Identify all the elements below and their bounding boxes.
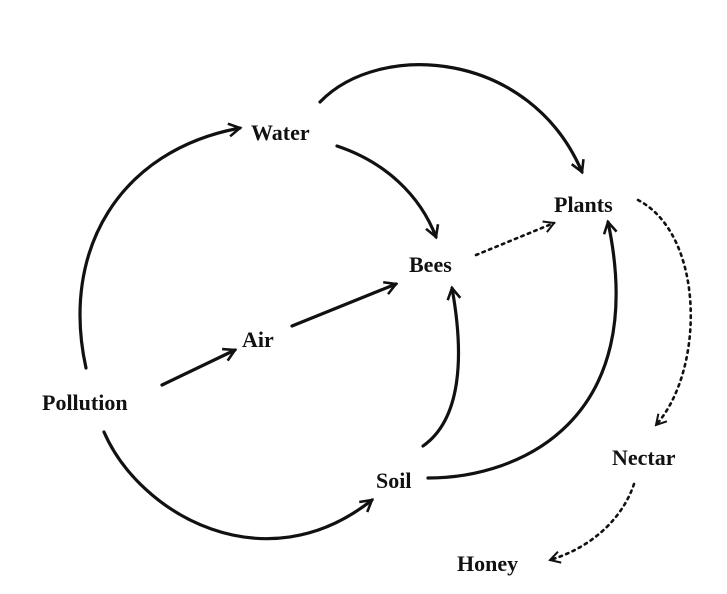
edge-air-bees [290,280,399,328]
edge-soil-bees [421,285,462,448]
edges [78,63,693,564]
edge-plants-nectar [636,198,693,427]
edge-pollution-soil [102,430,375,541]
node-honey: Honey [457,551,518,576]
node-pollution: Pollution [42,390,128,415]
nodes: Water Plants Bees Air Pollution Nectar S… [42,120,676,576]
edge-water-plants [318,63,585,175]
edge-nectar-honey [548,482,636,564]
edge-bees-plants [474,220,556,257]
node-nectar: Nectar [612,445,676,470]
node-plants: Plants [554,192,613,217]
edge-soil-plants [426,219,618,480]
node-water: Water [251,120,310,145]
edge-pollution-air [160,347,238,387]
node-air: Air [242,327,274,352]
edge-water-bees [335,144,440,240]
node-soil: Soil [376,468,411,493]
edge-pollution-water [78,122,243,370]
node-bees: Bees [409,252,452,277]
